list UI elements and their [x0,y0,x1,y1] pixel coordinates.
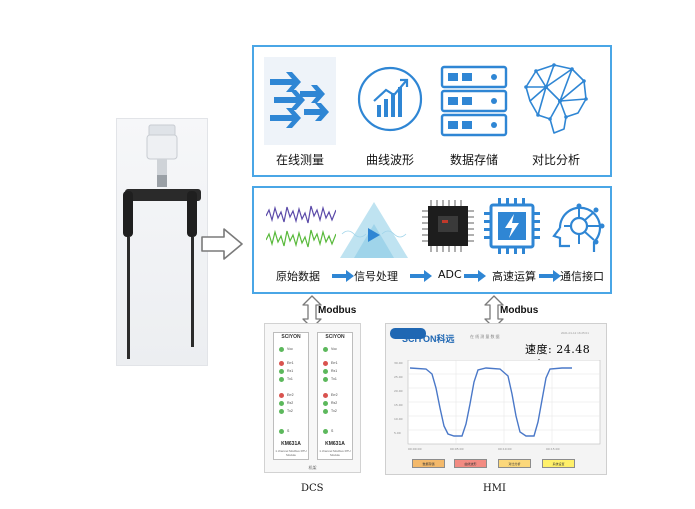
right-arrow-icon [201,228,243,260]
module-brand: SCIYON [325,334,345,340]
led-indicator [279,347,284,352]
led-label: Vcc [287,347,293,351]
dcs-module: SCIYON Vcc Err1 Rx1 Tx1 Err2 Rx2 Tx2 S K… [317,332,353,460]
hmi-caption: HMI [483,483,506,494]
function-panel: 在线测量 曲线波形 [252,45,612,177]
rising-chart-icon [357,66,423,132]
svg-text:00:15:00: 00:15:00 [546,447,560,451]
fast-forward-arrows-icon [264,57,336,145]
led-indicator [279,377,284,382]
svg-text:25.00: 25.00 [394,375,403,379]
pipeline-label: 信号处理 [354,270,398,283]
led-label: Err1 [331,361,338,365]
led-indicator [279,369,284,374]
svg-text:10.00: 10.00 [394,417,403,421]
pipeline-label: 高速运算 [492,270,536,283]
svg-text:5.00: 5.00 [394,431,401,435]
dcs-caption: DCS [301,483,324,494]
hmi-button-curve[interactable]: 曲线波形 [454,459,487,468]
led-indicator [323,393,328,398]
pipeline-label: ADC [438,268,462,281]
polygon-brain-icon [524,63,588,134]
led-label: Tx2 [331,409,337,413]
server-rack-icon [440,65,508,137]
led-indicator [279,361,284,366]
module-model: KM631A [325,441,345,447]
flow-arrow-icon [410,270,432,282]
flow-arrow-icon [464,270,486,282]
led-indicator [323,347,328,352]
led-indicator [323,369,328,374]
svg-text:00:00:00: 00:00:00 [408,447,422,451]
led-label: Vcc [331,347,337,351]
feature-data-storage: 数据存储 [434,55,514,173]
svg-text:00:05:00: 00:05:00 [450,447,464,451]
led-label: S [331,429,334,433]
hmi-brand: SCIYON科远 [402,334,455,344]
svg-text:15.00: 15.00 [394,403,403,407]
led-indicator [323,377,328,382]
sensor-photo [116,118,208,366]
hmi-button-compare[interactable]: 对比分析 [498,459,531,468]
processor-bolt-icon [484,198,540,254]
hmi-date: 2021-01-12 16:25:01 [561,331,589,335]
rack-footer: 机架 [308,465,317,470]
modbus-label-dcs: Modbus [318,305,357,316]
hmi-screen: SCIYON科远 在 线 测 量 数 据 2021-01-12 16:25:01… [385,323,607,475]
led-label: Tx1 [287,377,293,381]
pipeline-label: 原始数据 [276,270,320,283]
svg-text:20.00: 20.00 [394,389,403,393]
flow-arrow-icon [539,270,561,282]
feature-online-measurement: 在线测量 [260,55,340,173]
raw-waveform-icon [266,205,336,248]
feature-label: 对比分析 [531,153,580,167]
led-indicator [279,401,284,406]
module-subtitle: 1 channel Modbus RTU Module [275,449,307,457]
circuit-head-icon [552,203,605,252]
led-indicator [323,401,328,406]
pipeline-label: 通信接口 [560,270,604,283]
module-model: KM631A [281,441,301,447]
hmi-title: 在 线 测 量 数 据 [470,334,500,339]
hmi-trend-chart: 30.00 25.00 20.00 15.00 10.00 5.00 00:00:00 00… [394,360,601,451]
led-indicator [323,409,328,414]
led-label: Err2 [287,393,294,397]
led-label: Tx1 [331,377,337,381]
sciyon-logo-icon [390,328,426,339]
module-brand: SCIYON [281,334,301,340]
module-subtitle: 1 channel Modbus RTU Module [319,449,351,457]
hmi-button-storage[interactable]: 数据存储 [412,459,445,468]
led-label: Err1 [287,361,294,365]
led-label: Rx1 [331,369,338,373]
dcs-rack: SCIYON Vcc Err1 Rx1 Tx1 Err2 Rx2 Tx2 S K… [264,323,361,473]
feature-curve-waveform: 曲线波形 [350,55,430,173]
svg-text:30.00: 30.00 [394,361,403,365]
led-label: Rx2 [287,401,294,405]
pipeline-panel: 原始数据 信号处理 ADC [252,186,612,294]
led-indicator [279,393,284,398]
feature-label: 曲线波形 [365,153,414,167]
dcs-module: SCIYON Vcc Err1 Rx1 Tx1 Err2 Rx2 Tx2 S K… [273,332,309,460]
led-label: Rx2 [331,401,338,405]
signal-processing-icon [340,202,408,258]
led-label: S [287,429,290,433]
sensor-illustration [123,124,201,359]
chip-icon [422,200,474,252]
modbus-label-hmi: Modbus [500,305,539,316]
feature-label: 数据存储 [449,153,498,167]
led-indicator [323,429,328,434]
led-indicator [279,409,284,414]
hmi-button-settings[interactable]: 系统设置 [542,459,575,468]
led-indicator [279,429,284,434]
led-indicator [323,361,328,366]
led-label: Err2 [331,393,338,397]
svg-text:00:10:00: 00:10:00 [498,447,512,451]
feature-label: 在线测量 [275,153,324,167]
led-label: Tx2 [287,409,293,413]
feature-comparison-analysis: 对比分析 [516,55,596,173]
led-label: Rx1 [287,369,294,373]
flow-arrow-icon [332,270,354,282]
